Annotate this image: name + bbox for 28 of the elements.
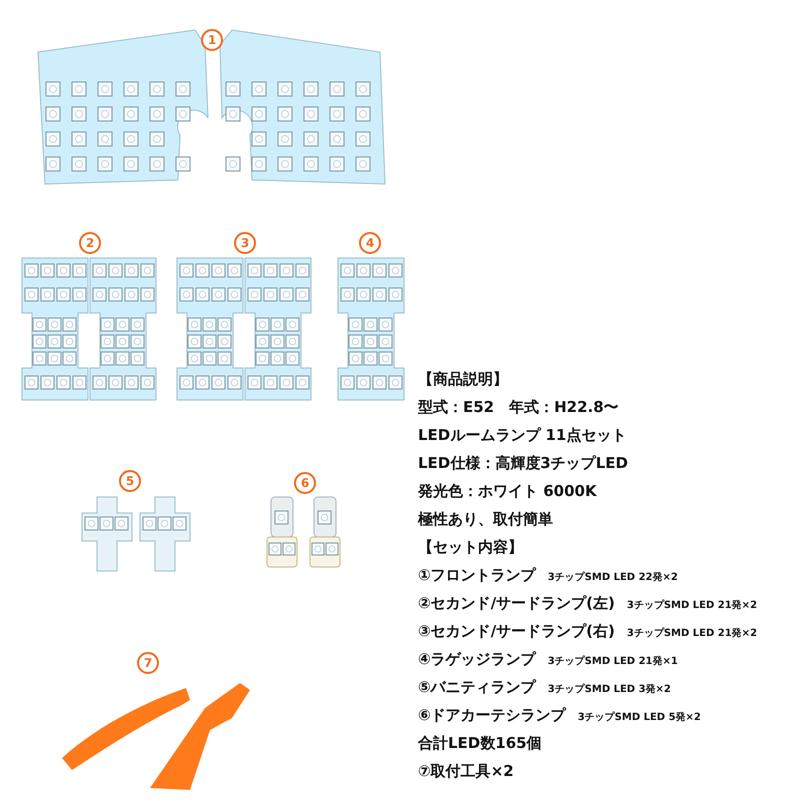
callout-number: 1 [201, 29, 223, 51]
spec-detail: 3チップSMD LED 3発×2 [548, 682, 671, 697]
spec-text: 極性あり、取付簡単 [418, 509, 553, 530]
callout-number: 2 [79, 232, 101, 254]
spec-text: ⑥ドアカーテシランプ [418, 705, 566, 726]
spec-text: LEDルームランプ 11点セット [418, 425, 626, 446]
spec-text: ④ラゲッジランプ [418, 649, 536, 670]
spec-text: 【セット内容】 [418, 537, 523, 558]
spec-text: 発光色：ホワイト 6000K [418, 481, 597, 502]
callout-number: 5 [119, 470, 141, 492]
spec-detail: 3チップSMD LED 5発×2 [578, 710, 701, 725]
spec-text: 【商品説明】 [418, 369, 508, 390]
spec-text: ③セカンド/サードランプ(右) [418, 621, 615, 642]
spec-text: LED仕様：高輝度3チップLED [418, 453, 628, 474]
spec-detail: 3チップSMD LED 21発×2 [626, 598, 758, 613]
callout-number: 6 [294, 472, 316, 494]
spec-text: ①フロントランプ [418, 565, 536, 586]
callout-number: 3 [234, 232, 256, 254]
spec-text: ②セカンド/サードランプ(左) [418, 593, 615, 614]
spec-detail: 3チップSMD LED 21発×2 [626, 626, 758, 641]
spec-text: 型式：E52 年式：H22.8〜 [418, 397, 619, 418]
spec-text: ⑤バニティランプ [418, 677, 536, 698]
spec-detail: 3チップSMD LED 21発×1 [548, 654, 678, 669]
callout-number: 7 [137, 652, 159, 674]
spec-detail: 3チップSMD LED 22発×2 [548, 570, 678, 585]
spec-text: ⑦取付工具×2 [418, 761, 514, 782]
callout-number: 4 [359, 232, 381, 254]
spec-text: 合計LED数165個 [418, 733, 542, 754]
